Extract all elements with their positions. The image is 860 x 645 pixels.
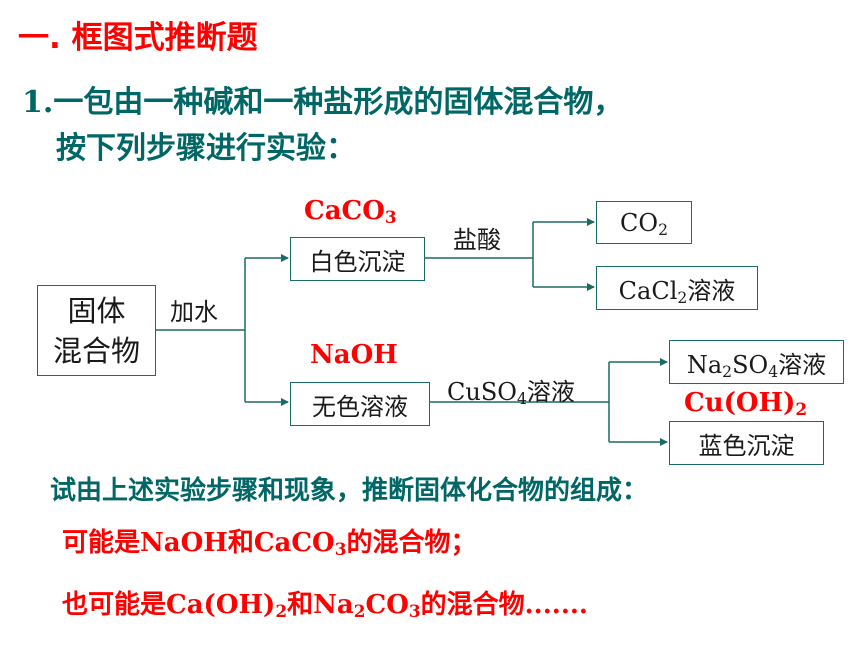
box-colorless-solution: 无色溶液 (290, 382, 430, 426)
label-cuoh2: Cu(OH)2 (684, 388, 808, 420)
question-line-1: 1.一包由一种碱和一种盐形成的固体混合物， (22, 85, 624, 120)
answer-1: 可能是NaOH和CaCO3的混合物； (62, 528, 477, 560)
inference-prompt: 试由上述实验步骤和现象，推断固体化合物的组成： (50, 476, 649, 506)
page-heading: 一. 框图式推断题 (18, 20, 258, 56)
box-white-precipitate: 白色沉淀 (290, 237, 425, 281)
label-naoh: NaOH (310, 340, 398, 370)
answer-2: 也可能是Ca(OH)2和Na2CO3的混合物....... (62, 590, 588, 622)
na2so4-text: Na2SO4溶液 (686, 350, 827, 381)
label-cuso4-solution: CuSO4溶液 (447, 378, 575, 408)
box-na2so4-solution: Na2SO4溶液 (669, 340, 844, 384)
blue-precipitate-text: 蓝色沉淀 (698, 431, 795, 460)
box-blue-precipitate: 蓝色沉淀 (669, 421, 824, 465)
white-precipitate-text: 白色沉淀 (309, 247, 406, 276)
start-line-2: 混合物 (52, 333, 140, 368)
label-add-water: 加水 (170, 298, 218, 326)
box-cacl2-solution: CaCl2溶液 (596, 266, 758, 310)
box-solid-mixture: 固体 混合物 (37, 285, 156, 376)
label-caco3: CaCO3 (304, 196, 397, 228)
label-hydrochloric-acid: 盐酸 (453, 226, 501, 254)
question-text: 1.一包由一种碱和一种盐形成的固体混合物， 按下列步骤进行实验： (22, 80, 623, 172)
co2-text: CO2 (620, 208, 668, 239)
colorless-solution-text: 无色溶液 (312, 392, 408, 421)
question-line-2: 按下列步骤进行实验： (56, 131, 356, 166)
box-co2: CO2 (596, 201, 692, 244)
start-line-1: 固体 (67, 293, 126, 328)
cacl2-text: CaCl2溶液 (618, 276, 736, 307)
